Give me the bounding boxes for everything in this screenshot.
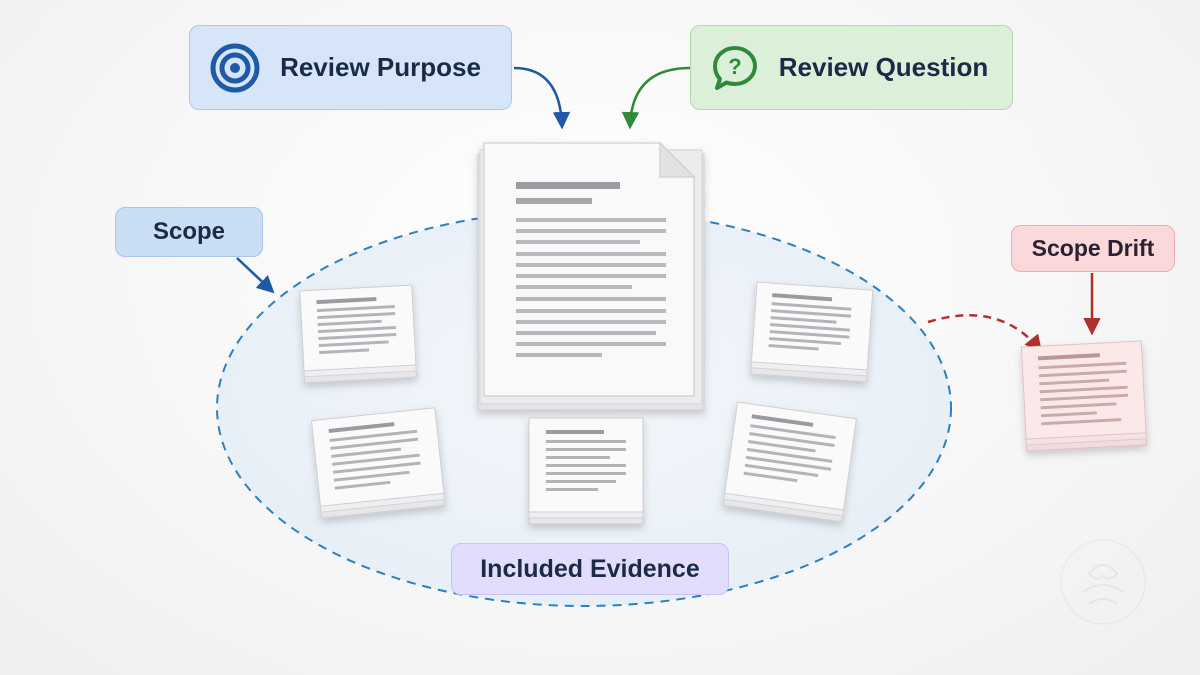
target-icon [210, 43, 260, 93]
review-question-text: Review Question [778, 52, 989, 82]
drift-dashed-arrow [927, 314, 1043, 353]
evidence-stack-top-right [750, 281, 874, 383]
evidence-stack-top-left [299, 284, 418, 384]
watermark-logo-icon [1060, 539, 1146, 625]
scope-drift-text: Scope Drift [1031, 235, 1155, 261]
evidence-stack-bottom-left [310, 407, 446, 519]
review-purpose-label: Review Purpose [189, 25, 512, 110]
scope-text: Scope [152, 218, 226, 245]
scope-label: Scope [115, 207, 263, 257]
drifted-evidence-stack [1020, 340, 1148, 452]
central-document [477, 141, 705, 411]
scope-arrow [236, 257, 275, 294]
included-evidence-text: Included Evidence [480, 554, 700, 583]
review-purpose-text: Review Purpose [280, 52, 481, 82]
purpose-arrow [513, 66, 571, 130]
scope-drift-label: Scope Drift [1011, 225, 1175, 272]
evidence-stack-bottom-right [722, 401, 857, 523]
question-speech-bubble-icon: ? [711, 44, 759, 92]
question-arrow [621, 66, 691, 130]
included-evidence-label: Included Evidence [451, 543, 729, 595]
evidence-stack-bottom-center [528, 417, 644, 525]
review-question-label: ? Review Question [690, 25, 1013, 110]
svg-text:?: ? [728, 54, 741, 79]
